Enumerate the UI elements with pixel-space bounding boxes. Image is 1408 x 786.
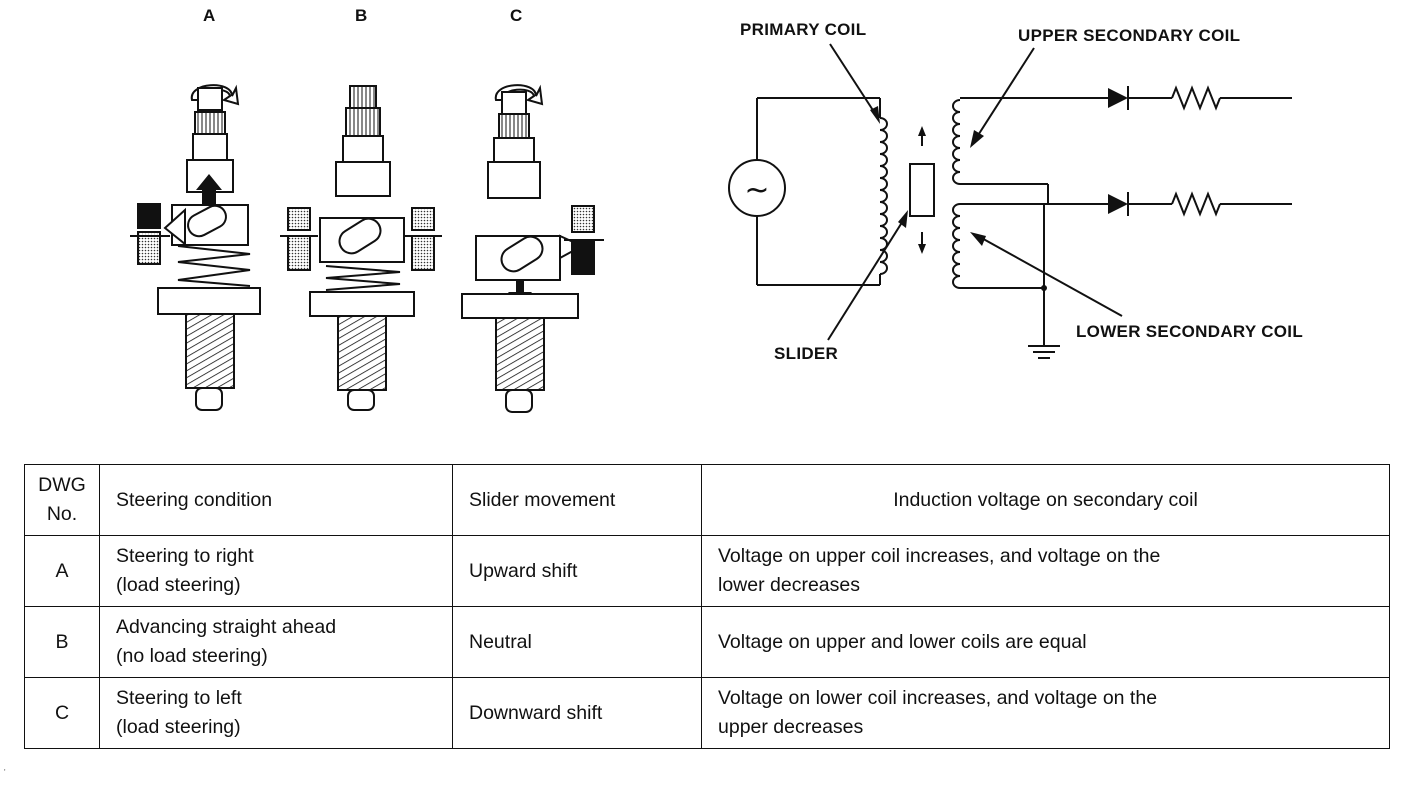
condition-line2: (no load steering) (116, 645, 268, 667)
upward-arrow-icon (196, 174, 222, 205)
condition-line2: (load steering) (116, 574, 241, 596)
slider-core (909, 126, 935, 254)
ac-source-symbol: ~ (744, 173, 769, 208)
stray-mark: ' (4, 768, 6, 777)
header-dwg-line2: No. (46, 503, 78, 525)
diode-upper-icon (1108, 88, 1128, 108)
slider-label: SLIDER (774, 344, 839, 363)
header-steering-condition: Steering condition (99, 464, 453, 536)
row-induction-voltage: Voltage on upper coil increases, and vol… (701, 535, 1390, 607)
sensor-assembly-c (461, 84, 604, 413)
voltage-line1: Voltage on upper coil increases, and vol… (718, 545, 1161, 567)
table-row: A Steering to right (load steering) Upwa… (24, 535, 1390, 607)
voltage-line2: upper decreases (718, 716, 864, 738)
drawing-label-b: B (355, 6, 368, 25)
header-slider-movement: Slider movement (452, 464, 702, 536)
row-steering-condition: Advancing straight ahead (no load steeri… (99, 606, 453, 678)
resistor-lower-icon (1171, 191, 1221, 217)
sensor-assembly-b (280, 85, 442, 411)
row-dwg: C (24, 677, 100, 749)
upper-secondary-coil-label: UPPER SECONDARY COIL (1018, 26, 1241, 45)
torque-sensor-illustrations (130, 84, 604, 413)
condition-line1: Advancing straight ahead (116, 616, 337, 638)
condition-line1: Steering to left (116, 687, 242, 709)
row-slider-movement: Downward shift (452, 677, 702, 749)
table-row: B Advancing straight ahead (no load stee… (24, 606, 1390, 678)
row-slider-movement: Upward shift (452, 535, 702, 607)
condition-line1: Steering to right (116, 545, 254, 567)
drawing-label-a: A (203, 6, 216, 25)
primary-coil-label: PRIMARY COIL (740, 20, 867, 39)
drawing-label-c: C (510, 6, 523, 25)
row-dwg: B (24, 606, 100, 678)
diode-lower-icon (1108, 194, 1128, 214)
header-induction-voltage: Induction voltage on secondary coil (701, 464, 1390, 536)
primary-coil-winding (879, 117, 888, 275)
ac-source-icon (728, 159, 786, 217)
row-dwg: A (24, 535, 100, 607)
condition-line2: (load steering) (116, 716, 241, 738)
table-row: C Steering to left (load steering) Downw… (24, 677, 1390, 749)
lower-secondary-coil-label: LOWER SECONDARY COIL (1076, 322, 1304, 341)
row-slider-movement: Neutral (452, 606, 702, 678)
row-induction-voltage: Voltage on upper and lower coils are equ… (701, 606, 1390, 678)
callout-leaders (827, 43, 1123, 341)
table-header-row: DWG No. Steering condition Slider moveme… (24, 464, 1390, 536)
voltage-line2: lower decreases (718, 574, 860, 596)
header-dwg-no: DWG No. (24, 464, 100, 536)
resistor-upper-icon (1171, 85, 1221, 111)
voltage-line1: Voltage on lower coil increases, and vol… (718, 687, 1158, 709)
upper-secondary-circuit (952, 85, 1292, 204)
sensor-assembly-a (130, 84, 261, 411)
row-steering-condition: Steering to right (load steering) (99, 535, 453, 607)
voltage-line1: Voltage on upper and lower coils are equ… (718, 630, 1087, 653)
row-induction-voltage: Voltage on lower coil increases, and vol… (701, 677, 1390, 749)
primary-circuit: ~ (728, 97, 888, 286)
differential-transformer-circuit: ~ (728, 43, 1292, 359)
row-steering-condition: Steering to left (load steering) (99, 677, 453, 749)
header-dwg-line1: DWG (38, 474, 86, 496)
lower-secondary-circuit (952, 191, 1292, 359)
steering-condition-table: DWG No. Steering condition Slider moveme… (24, 464, 1390, 749)
